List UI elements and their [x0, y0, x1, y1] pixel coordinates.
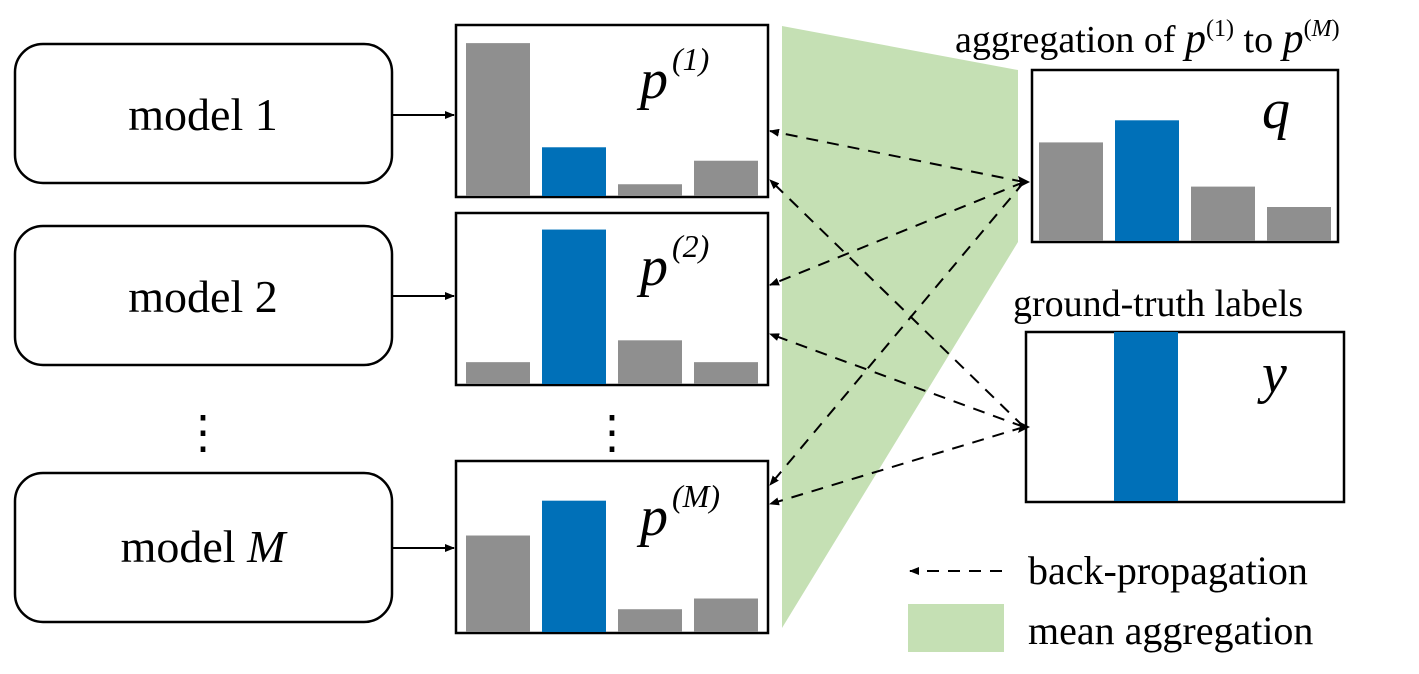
backprop-targets [1018, 176, 1030, 433]
distribution-m-bar-4 [694, 598, 758, 632]
distribution-2-bar-4 [694, 362, 758, 384]
backprop-q-to-p1 [769, 128, 1025, 183]
backprop-y-to-p2 [769, 333, 1025, 428]
aggregation-title: aggregation of p(1) to p(M) [955, 16, 1340, 62]
model-box-1: model 1 [13, 42, 394, 185]
aggregate-bar-3 [1191, 186, 1255, 241]
distribution-2-bar-1 [466, 362, 530, 384]
distribution-m-bar-2 [542, 500, 606, 632]
distribution-1-bar-1 [466, 43, 530, 197]
distribution-symbol-1: p(1) [636, 41, 709, 111]
model-label-1: model 1 [128, 89, 277, 140]
model-label-2: model 2 [128, 271, 277, 322]
arrowhead-q [1018, 176, 1030, 188]
legend-mean-label: mean aggregation [1028, 608, 1313, 653]
backprop-y-to-pm [769, 426, 1025, 506]
distribution-1-bar-4 [694, 160, 758, 196]
distribution-symbol-m: p(M) [636, 478, 720, 548]
model-box-2: model 2 [13, 224, 394, 367]
models-ellipsis: ⋮ [180, 407, 226, 458]
backprop-arrows [769, 128, 1025, 506]
distribution-2-bar-3 [618, 340, 682, 384]
distributions-ellipsis: ⋮ [589, 407, 635, 458]
model-label-m: model M [121, 521, 288, 572]
distribution-1-bar-2 [542, 147, 606, 196]
backprop-y-to-p1 [769, 179, 1025, 428]
ground-truth-box: y [1024, 330, 1346, 504]
legend: back-propagation mean aggregation [908, 548, 1313, 653]
bars-layer [466, 43, 1331, 632]
ground-truth-title: ground-truth labels [1013, 283, 1303, 325]
backprop-q-to-p2 [769, 181, 1025, 286]
backprop-q-to-pm [769, 181, 1025, 486]
model-box-m: model M [13, 471, 394, 624]
aggregate-bar-2 [1115, 120, 1179, 241]
aggregate-bar-1 [1039, 142, 1103, 241]
distribution-symbol-2: p(2) [636, 228, 709, 298]
distribution-m-bar-3 [618, 609, 682, 632]
legend-backprop-label: back-propagation [1028, 548, 1308, 593]
aggregate-bar-4 [1267, 207, 1331, 241]
ground-truth-symbol: y [1257, 343, 1287, 405]
distribution-1-bar-3 [618, 184, 682, 196]
ground-truth-bar-2 [1114, 332, 1178, 501]
legend-mean-swatch [908, 604, 1004, 652]
arrowhead-y [1018, 421, 1030, 433]
mean-aggregation-region [782, 26, 1018, 628]
distribution-m-bar-1 [466, 535, 530, 632]
distribution-2-bar-2 [542, 229, 606, 384]
aggregate-symbol: q [1262, 79, 1290, 141]
distribution-box-2: p(2) [454, 211, 770, 387]
